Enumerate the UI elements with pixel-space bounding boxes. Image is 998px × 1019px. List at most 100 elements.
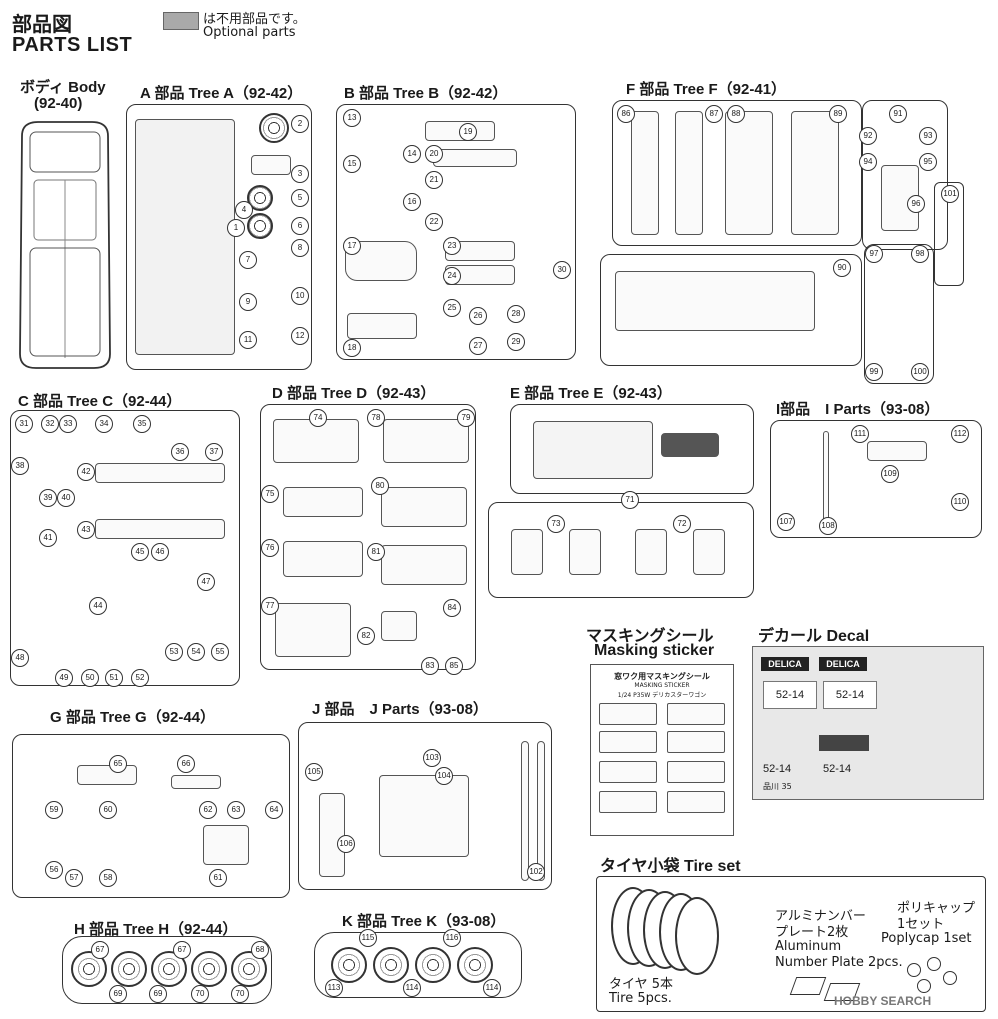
decal-label: デカール Decal: [758, 628, 870, 645]
part-number: 17: [343, 237, 361, 255]
tree-g-label: G 部品 Tree G（92-44）: [50, 709, 216, 726]
part-number: 62: [199, 801, 217, 819]
part-number: 20: [425, 145, 443, 163]
tree-f-strip: 101: [934, 182, 964, 286]
number-plate-part: [789, 977, 827, 995]
part-number: 53: [165, 643, 183, 661]
tree-g-frame: 56 57 58 59 60 61 62 63 64 65 66: [12, 734, 290, 898]
floor-part: [533, 421, 653, 479]
part-number: 68: [251, 941, 269, 959]
part-number: 47: [197, 573, 215, 591]
part-number: 105: [305, 763, 323, 781]
part-number: 69: [149, 985, 167, 1003]
tire-label-jp: タイヤ 5本: [609, 977, 674, 992]
part-number: 32: [41, 415, 59, 433]
part-number: 79: [457, 409, 475, 427]
body-code: (92-40): [34, 95, 83, 112]
decal-plate: 52-14: [763, 681, 817, 709]
tree-d-part: [381, 611, 417, 641]
part-number: 6: [291, 217, 309, 235]
part-number: 97: [865, 245, 883, 263]
tree-k-frame: 113 114 114 115 116: [314, 929, 522, 998]
window-part: [675, 111, 703, 235]
part-number: 34: [95, 415, 113, 433]
tree-a-part: [251, 155, 291, 175]
decal-plate-text: 52-14: [763, 763, 792, 775]
tree-f-frame-lower: 90: [600, 254, 862, 366]
part-number: 111: [851, 425, 869, 443]
wheel-part: [373, 947, 409, 983]
part-number: 102: [527, 863, 545, 881]
part-number: 21: [425, 171, 443, 189]
sticker-item: [667, 731, 725, 753]
tree-b-part: [347, 313, 417, 339]
part-number: 45: [131, 543, 149, 561]
sticker-item: [667, 761, 725, 783]
part-number: 10: [291, 287, 309, 305]
part-number: 4: [235, 201, 253, 219]
part-number: 64: [265, 801, 283, 819]
rail-part: [521, 741, 529, 881]
plate-label-en1: Aluminum: [775, 939, 842, 954]
decal-logo: DELICA: [761, 657, 809, 671]
seat-part: [383, 419, 469, 463]
tire-part: [675, 897, 719, 975]
part-number: 81: [367, 543, 385, 561]
seat-part: [283, 487, 363, 517]
decal-sheet: DELICA DELICA 52-14 52-14 52-14 52-14 品川…: [752, 646, 984, 800]
sticker-item: [599, 731, 657, 753]
part-number: 75: [261, 485, 279, 503]
part-number: 2: [291, 115, 309, 133]
part-number: 76: [261, 539, 279, 557]
part-number: 71: [621, 491, 639, 509]
window-part: [725, 111, 773, 235]
part-number: 106: [337, 835, 355, 853]
tree-f-frame-small: 97 98 99 100: [864, 244, 934, 384]
tree-a-label: A 部品 Tree A（92-42）: [140, 85, 303, 102]
part-number: 11: [239, 331, 257, 349]
part-number: 103: [423, 749, 441, 767]
part-number: 101: [941, 185, 959, 203]
part-number: 89: [829, 105, 847, 123]
title-en: PARTS LIST: [12, 34, 133, 56]
part-number: 1: [227, 219, 245, 237]
title-jp: 部品図: [12, 12, 72, 36]
rail-part: [537, 741, 545, 881]
seat-part: [381, 545, 467, 585]
console-part: [661, 433, 719, 457]
plate-label-jp1: アルミナンバー: [775, 909, 866, 924]
part-number: 99: [865, 363, 883, 381]
part-number: 40: [57, 489, 75, 507]
part-number: 19: [459, 123, 477, 141]
optional-swatch: [163, 12, 199, 30]
part-number: 49: [55, 669, 73, 687]
tire-label-en: Tire 5pcs.: [609, 991, 672, 1006]
part-number: 59: [45, 801, 63, 819]
part-number: 113: [325, 979, 343, 997]
tree-b-part: [345, 241, 417, 281]
part-number: 8: [291, 239, 309, 257]
part-number: 36: [171, 443, 189, 461]
part-number: 14: [403, 145, 421, 163]
part-number: 72: [673, 515, 691, 533]
polycap-label-en: Poplycap 1set: [881, 931, 972, 946]
tree-c-frame: 31 32 33 34 35 36 37 38 39 40 41 42 43 4…: [10, 410, 240, 687]
wheel-part: [111, 951, 147, 987]
masking-label-jp: マスキングシール: [586, 628, 714, 645]
part-number: 16: [403, 193, 421, 211]
part-number: 63: [227, 801, 245, 819]
decal-plate-small: 品川 35: [763, 782, 792, 791]
tree-h-label: H 部品 Tree H（92-44）: [74, 921, 238, 938]
tree-g-part: [171, 775, 221, 789]
part-number: 9: [239, 293, 257, 311]
part-number: 69: [109, 985, 127, 1003]
part-number: 107: [777, 513, 795, 531]
decal-panel: [819, 735, 869, 751]
part-number: 51: [105, 669, 123, 687]
plate-label-en2: Number Plate 2pcs.: [775, 955, 903, 970]
part-number: 77: [261, 597, 279, 615]
part-number: 95: [919, 153, 937, 171]
sticker-item: [599, 703, 657, 725]
sticker-item: [667, 791, 725, 813]
part-number: 78: [367, 409, 385, 427]
